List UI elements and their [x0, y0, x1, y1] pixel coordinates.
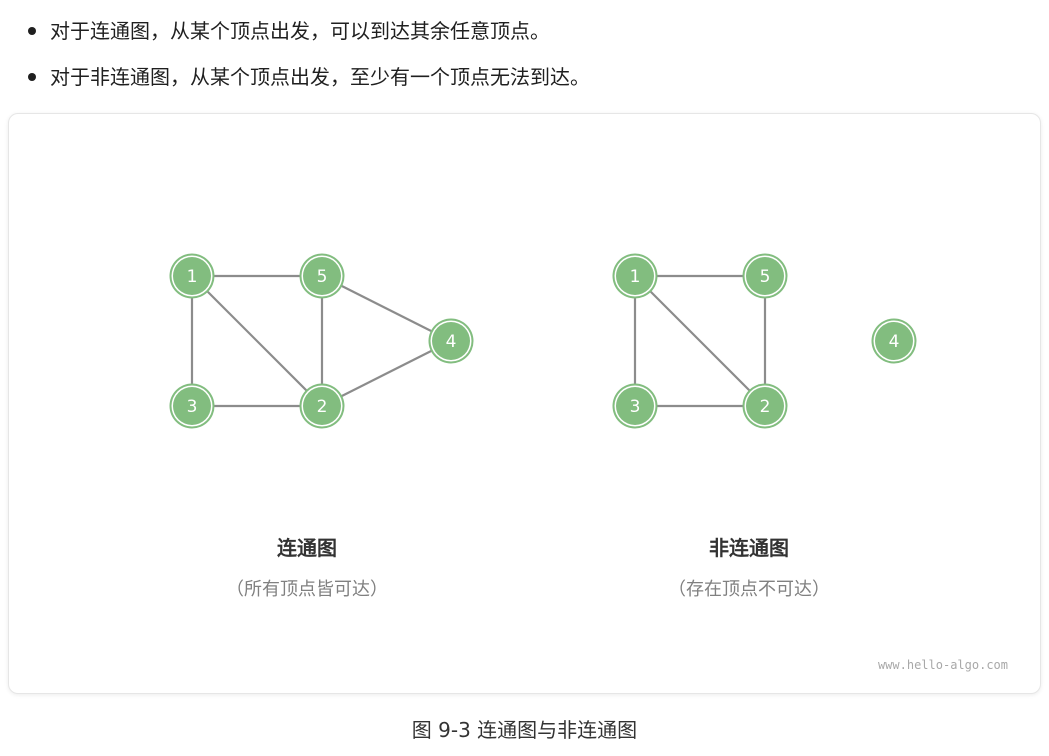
edges-layer — [190, 274, 767, 408]
disconnected-vertex-5: 5 — [742, 253, 788, 299]
connected-vertex-1: 1 — [169, 253, 215, 299]
disconnected-vertex-label-1: 1 — [630, 267, 641, 287]
bullet-item-disconnected: 对于非连通图，从某个顶点出发，至少有一个顶点无法到达。 — [28, 54, 590, 100]
connected-vertex-label-2: 2 — [317, 397, 328, 417]
connected-vertex-label-1: 1 — [187, 267, 198, 287]
connected-graph-title: 连通图 — [277, 536, 337, 560]
connected-vertex-3: 3 — [169, 383, 215, 429]
connected-edge-2-4 — [321, 340, 452, 407]
watermark: www.hello-algo.com — [877, 658, 1008, 672]
connected-edge-5-4 — [321, 275, 452, 342]
bullet-item-connected: 对于连通图，从某个顶点出发，可以到达其余任意顶点。 — [28, 8, 590, 54]
connected-graph-subtitle: （所有顶点皆可达） — [226, 579, 388, 600]
disconnected-graph-subtitle: （存在顶点不可达） — [668, 579, 830, 600]
graph-diagram: 1 5 4 3 2 1 5 3 2 4 — [169, 253, 917, 429]
disconnected-vertex-1: 1 — [612, 253, 658, 299]
connected-vertex-4: 4 — [428, 318, 474, 364]
nodes-layer: 1 5 4 3 2 1 5 3 2 4 — [169, 253, 917, 429]
connected-vertex-2: 2 — [299, 383, 345, 429]
connected-vertex-label-5: 5 — [317, 267, 328, 287]
disconnected-vertex-2: 2 — [742, 383, 788, 429]
disconnected-edge-1-2 — [634, 275, 766, 407]
connected-edge-1-2 — [191, 275, 323, 407]
disconnected-graph-title: 非连通图 — [709, 536, 789, 560]
connected-vertex-5: 5 — [299, 253, 345, 299]
disconnected-vertex-4: 4 — [871, 318, 917, 364]
connected-vertex-label-3: 3 — [187, 397, 198, 417]
disconnected-vertex-label-3: 3 — [630, 397, 641, 417]
disconnected-vertex-label-5: 5 — [760, 267, 771, 287]
figure-caption: 图 9-3 连通图与非连通图 — [411, 718, 638, 742]
disconnected-vertex-label-4: 4 — [889, 332, 900, 352]
disconnected-vertex-3: 3 — [612, 383, 658, 429]
connected-vertex-label-4: 4 — [446, 332, 457, 352]
bullet-list: 对于连通图，从某个顶点出发，可以到达其余任意顶点。 对于非连通图，从某个顶点出发… — [28, 8, 590, 100]
disconnected-vertex-label-2: 2 — [760, 397, 771, 417]
